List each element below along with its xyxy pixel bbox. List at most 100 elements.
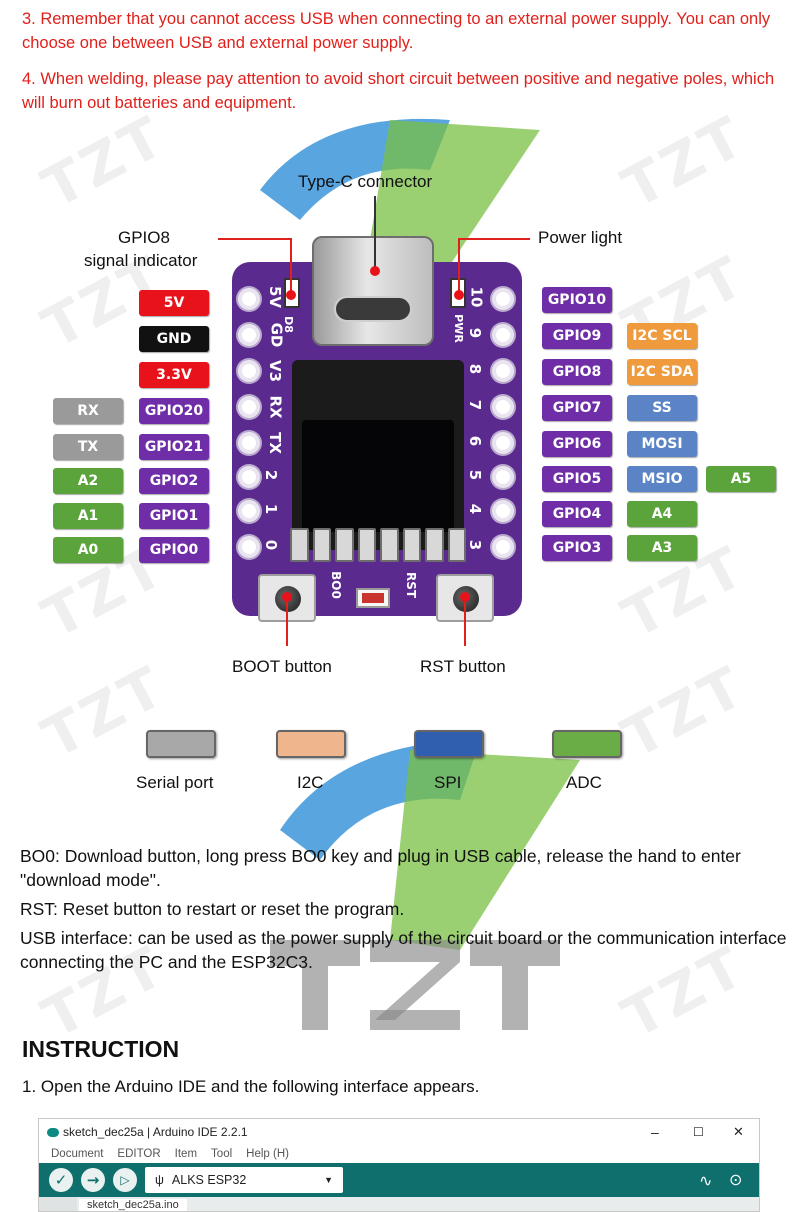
pad-right (492, 396, 514, 418)
legend-label-i2c: I2C (297, 773, 324, 792)
gpio8-callout-line-h (218, 238, 290, 240)
power-light-label: Power light (538, 228, 623, 247)
usb-icon: ψ (155, 1173, 164, 1187)
pin-tag-mosi: MOSI (627, 431, 697, 457)
menu-tool[interactable]: Tool (211, 1148, 233, 1160)
rst-callout-dot (460, 592, 470, 602)
pad-left (238, 360, 260, 382)
upload-icon[interactable]: → (81, 1168, 105, 1192)
oled-screen (292, 360, 464, 550)
silk-1: 1 (262, 503, 281, 515)
pad-left (238, 536, 260, 558)
silk-rx: RX (266, 395, 285, 419)
minimize-icon[interactable]: – (651, 1124, 659, 1140)
pad-right (492, 288, 514, 310)
legend-label-adc: ADC (566, 773, 602, 792)
rst-callout-line (464, 596, 466, 646)
serial-monitor-icon[interactable]: ⊙ (729, 1172, 743, 1189)
debug-icon[interactable]: ▷ (113, 1168, 137, 1192)
silk-7: 7 (466, 399, 485, 411)
silk-d8: D8 (281, 316, 295, 333)
pad-left (238, 432, 260, 454)
pin-tag-a0: A0 (53, 537, 123, 563)
pin-tag-rx: RX (53, 398, 123, 424)
verify-icon[interactable]: ✓ (49, 1168, 73, 1192)
pin-tag-gpio20: GPIO20 (139, 398, 209, 424)
silk-rst: RST (404, 571, 419, 599)
menu-item[interactable]: Item (174, 1148, 198, 1160)
power-callout-line-v (458, 238, 460, 296)
boot-button[interactable] (258, 574, 316, 622)
rst-button-label: RST button (420, 657, 506, 676)
menu-document[interactable]: Document (51, 1148, 104, 1160)
menu-help[interactable]: Help (H) (246, 1148, 289, 1160)
pin-tag-3v3: 3.3V (139, 362, 209, 388)
pin-tag-gpio0: GPIO0 (139, 537, 209, 563)
serial-plotter-icon[interactable]: ∿ (699, 1173, 713, 1190)
ide-toolbar: ✓ → ▷ ψ ALKS ESP32 ▼ ∿ ⊙ (39, 1163, 759, 1197)
pin-tag-gpio2: GPIO2 (139, 468, 209, 494)
legend-label-serial: Serial port (136, 773, 214, 792)
menu-editor[interactable]: EDITOR (117, 1148, 161, 1160)
silk-5v: 5V (266, 285, 285, 309)
gpio8-label-line1: GPIO8 (118, 228, 170, 247)
pin-tag-gpio1: GPIO1 (139, 503, 209, 529)
power-callout-dot (454, 290, 464, 300)
chevron-down-icon: ▼ (324, 1175, 333, 1185)
pad-left (238, 466, 260, 488)
pin-tag-gpio4: GPIO4 (542, 501, 612, 527)
pin-tag-a3: A3 (627, 535, 697, 561)
arduino-icon (47, 1127, 59, 1137)
pin-tag-gpio9: GPIO9 (542, 323, 612, 349)
pin-tag-a5: A5 (706, 466, 776, 492)
pin-tag-gpio21: GPIO21 (139, 434, 209, 460)
note-4: 4. When welding, please pay attention to… (22, 70, 775, 112)
desc-rst: RST: Reset button to restart or reset th… (20, 899, 405, 919)
legend-swatch-i2c (276, 730, 346, 758)
silk-3: 3 (466, 539, 485, 551)
ide-window-title: sketch_dec25a | Arduino IDE 2.2.1 (63, 1125, 248, 1139)
gpio8-callout-line-v (290, 238, 292, 296)
pin-tag-gpio3: GPIO3 (542, 535, 612, 561)
ide-title-bar: sketch_dec25a | Arduino IDE 2.2.1 – ☐ ✕ (39, 1119, 759, 1145)
silk-2: 2 (262, 469, 281, 481)
board-selector-value: ALKS ESP32 (171, 1173, 247, 1187)
desc-usb: USB interface: can be used as the power … (20, 928, 787, 972)
pin-tag-a1: A1 (53, 503, 123, 529)
silk-4: 4 (466, 503, 485, 515)
file-tab[interactable]: sketch_dec25a.ino (79, 1199, 187, 1211)
legend-swatch-serial (146, 730, 216, 758)
pad-right (492, 432, 514, 454)
silk-10: 10 (467, 286, 486, 308)
power-callout-line-h (458, 238, 530, 240)
pad-right (492, 536, 514, 558)
instruction-step-1: 1. Open the Arduino IDE and the followin… (22, 1077, 480, 1096)
board-selector[interactable]: ψ ALKS ESP32 ▼ (145, 1167, 343, 1193)
silk-tx: TX (265, 432, 284, 454)
pin-tag-gpio6: GPIO6 (542, 431, 612, 457)
boot-callout-dot (282, 592, 292, 602)
pad-right (492, 324, 514, 346)
pin-tag-5v: 5V (139, 290, 209, 316)
legend-label-spi: SPI (434, 773, 462, 792)
pad-left (238, 396, 260, 418)
watermark: TZT (32, 103, 177, 222)
silk-0: 0 (262, 539, 281, 551)
legend-swatch-spi (414, 730, 484, 758)
boot-button-label: BOOT button (232, 657, 332, 676)
pin-tag-a2: A2 (53, 468, 123, 494)
watermark: TZT (612, 103, 757, 222)
legend-swatch-adc (552, 730, 622, 758)
watermark: TZT (612, 653, 757, 772)
silk-v3: V3 (266, 359, 285, 383)
pad-right (492, 466, 514, 488)
silk-6: 6 (466, 435, 485, 447)
ide-sidebar (39, 1197, 77, 1211)
pad-left (238, 324, 260, 346)
gpio8-label-line2: signal indicator (84, 251, 198, 270)
maximize-icon[interactable]: ☐ (693, 1125, 704, 1139)
pin-tag-i2c-scl: I2C SCL (627, 323, 697, 349)
close-icon[interactable]: ✕ (733, 1124, 744, 1139)
pin-tag-tx: TX (53, 434, 123, 460)
pin-tag-ss: SS (627, 395, 697, 421)
